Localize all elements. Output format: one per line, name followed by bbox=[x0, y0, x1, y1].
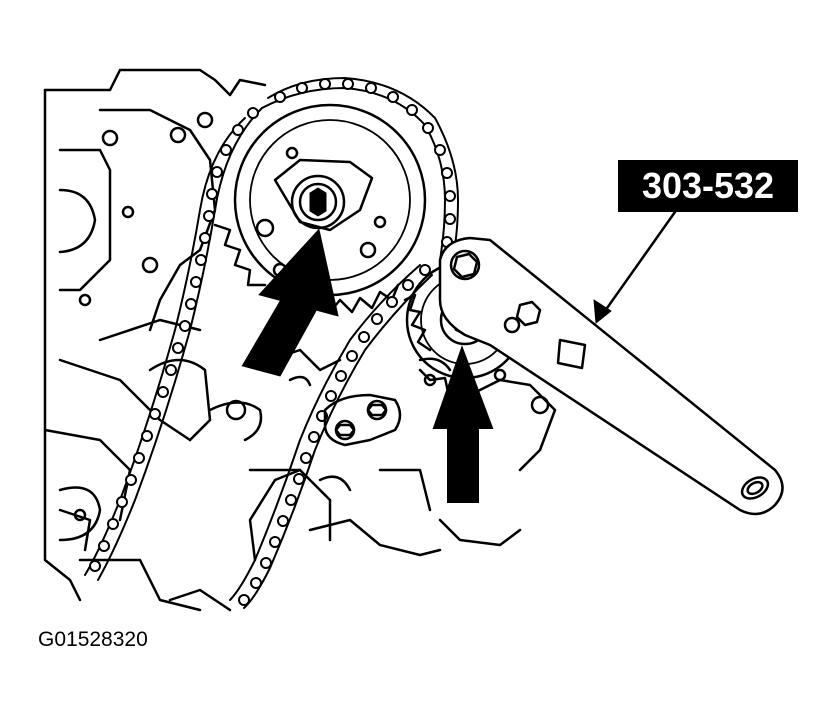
tool-number-label: 303-532 bbox=[618, 160, 798, 212]
timing-chain-top bbox=[261, 77, 459, 263]
timing-chain-left bbox=[84, 107, 263, 581]
wrench-tool bbox=[438, 236, 784, 516]
figure-id: G01528320 bbox=[38, 628, 148, 651]
chain-guide-bracket bbox=[323, 393, 402, 447]
camshaft-sprocket bbox=[213, 103, 427, 314]
chain-links-left bbox=[89, 107, 259, 572]
arrow-up-icon bbox=[241, 228, 339, 377]
chain-links-center bbox=[238, 264, 431, 606]
timing-chain-center bbox=[229, 264, 433, 609]
callout-leader bbox=[593, 210, 677, 324]
arrow-up-icon bbox=[432, 345, 494, 503]
